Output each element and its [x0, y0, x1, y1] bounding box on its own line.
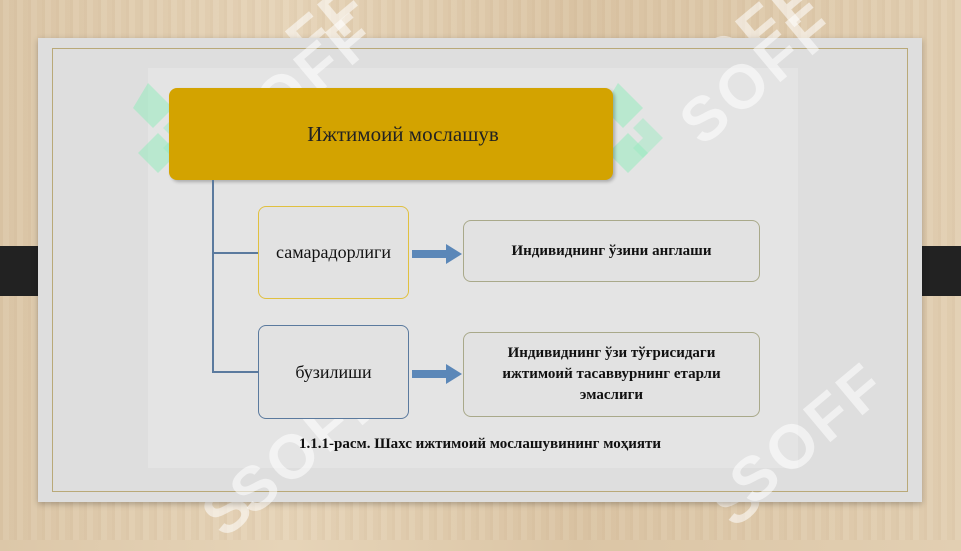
root-node: Ижтимоий мослашув [169, 88, 613, 180]
figure-caption: 1.1.1-расм. Шахс ижтимоий мослашувининг … [298, 436, 662, 452]
result-node-1: Индивиднинг ўзини англаши [463, 220, 760, 282]
connector-branch-1 [212, 252, 258, 254]
slide: SOFF SOFF SOFF SOFF Ижтимоий мослашув са… [38, 0, 922, 528]
arrow-right-icon [412, 244, 462, 264]
branch-node-effectiveness: самарадорлиги [258, 206, 409, 299]
branch-node-disruption: бузилиши [258, 325, 409, 419]
result-node-2: Индивиднинг ўзи тўғрисидаги ижтимоий тас… [463, 332, 760, 417]
arrow-right-icon [412, 364, 462, 384]
connector-branch-2 [212, 371, 258, 373]
slide-frame [52, 48, 908, 492]
connector-vertical [212, 180, 214, 372]
